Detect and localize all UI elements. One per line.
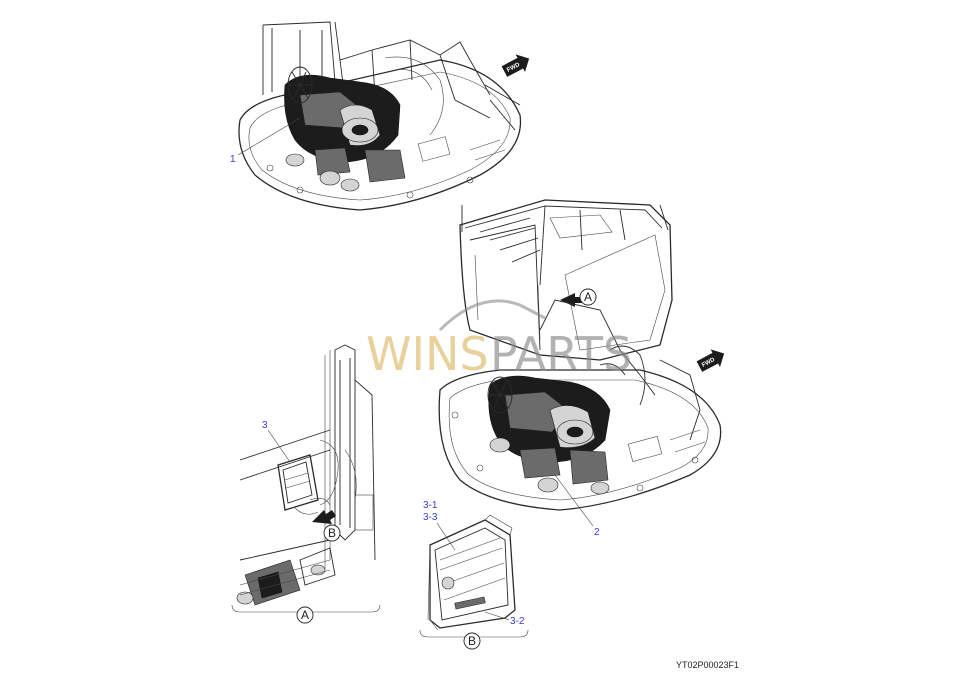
callout-3-3: 3-3 xyxy=(423,512,438,523)
view-a-marker: A xyxy=(584,290,592,304)
upper-frame-engine-assembly: 1 xyxy=(230,21,522,211)
callout-3-2: 3-2 xyxy=(510,616,525,627)
drawing-id: YT02P00023F1 xyxy=(676,660,739,670)
callout-1: 1 xyxy=(230,154,236,165)
detail-a-label: A xyxy=(301,608,309,622)
callout-2: 2 xyxy=(594,527,600,538)
view-b-marker: B xyxy=(328,526,336,540)
cab-engine-assembly: A 2 xyxy=(438,199,722,538)
fwd-arrow-top: FWD xyxy=(501,54,530,77)
detail-view-b: 3-1 3-3 3-2 B xyxy=(419,500,529,650)
detail-b-label: B xyxy=(468,634,476,648)
fwd-arrow-right: FWD xyxy=(696,349,725,372)
callout-3: 3 xyxy=(262,420,268,431)
watermark-logo: WINS PARTS xyxy=(366,299,632,381)
callout-3-1: 3-1 xyxy=(423,500,438,511)
detail-view-a: 3 B A xyxy=(231,344,381,624)
watermark-part1: WINS xyxy=(366,327,489,381)
watermark-part2: PARTS xyxy=(490,327,632,381)
